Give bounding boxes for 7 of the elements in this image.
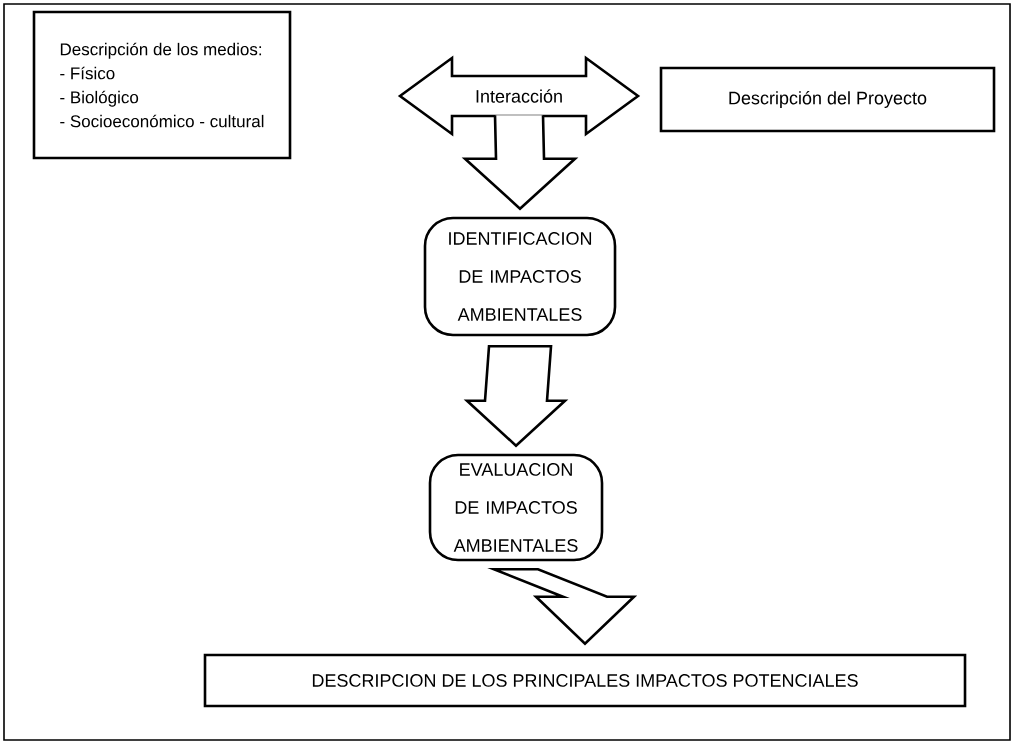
block-arrow xyxy=(463,345,569,448)
process-box: IDENTIFICACION DE IMPACTOS AMBIENTALES xyxy=(423,216,617,337)
text-box: DESCRIPCION DE LOS PRINCIPALES IMPACTOS POTENCIALES xyxy=(203,653,967,708)
text-box: Descripción del Proyecto xyxy=(659,66,996,133)
process-box: EVALUACION DE IMPACTOS AMBIENTALES xyxy=(428,453,604,562)
text-box: Descripción de los medios: - Físico - Biológico - Socioeconómico - cultural xyxy=(32,10,292,160)
block-arrow xyxy=(461,114,579,211)
